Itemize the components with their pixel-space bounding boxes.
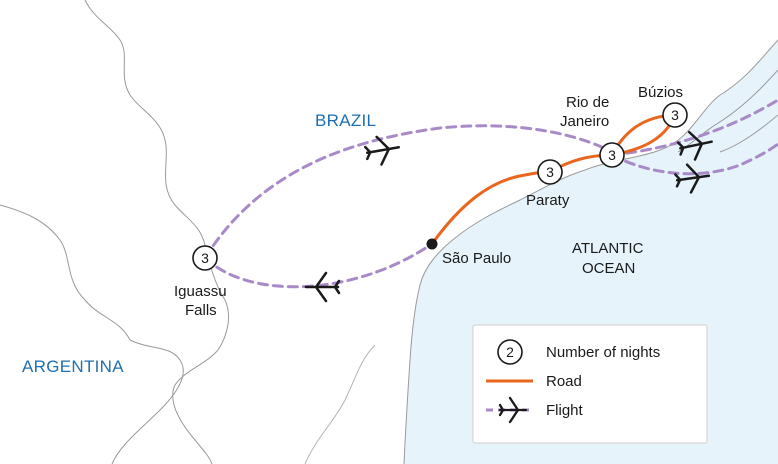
airplane-icon	[676, 130, 713, 161]
flight-path-iguassu-saopaulo	[203, 242, 434, 289]
legend: 2 Number of nights Road Flight	[472, 324, 708, 444]
border-line-west	[0, 204, 131, 341]
label-iguassu-line1: Iguassu	[174, 283, 227, 300]
marker-rio[interactable]: 3	[599, 142, 625, 168]
marker-iguassu[interactable]: 3	[192, 245, 218, 271]
airplane-icon	[304, 271, 341, 303]
nights-buzios: 3	[671, 107, 679, 123]
legend-flight-label: Flight	[546, 402, 584, 419]
label-ocean-line2: OCEAN	[582, 260, 635, 277]
label-ocean-line1: ATLANTIC	[572, 240, 644, 257]
legend-nights-symbol	[497, 339, 523, 365]
airplane-icon	[363, 135, 401, 166]
coastline	[403, 39, 778, 464]
airplane-icon	[498, 396, 528, 424]
border-line	[84, 0, 229, 464]
label-rio-line1: Rio de	[566, 94, 609, 111]
legend-road-label: Road	[546, 373, 582, 390]
label-iguassu-line2: Falls	[185, 302, 217, 319]
flight-path-rio-east-lower	[610, 142, 778, 176]
flight-path-iguassu-rio	[203, 124, 614, 260]
label-paraty: Paraty	[526, 192, 570, 209]
label-sao-paulo: São Paulo	[442, 250, 511, 267]
border-line-inland	[304, 344, 376, 464]
label-argentina: ARGENTINA	[22, 357, 124, 376]
nights-paraty: 3	[546, 164, 554, 180]
flight-path-rio-east-upper	[610, 98, 778, 157]
label-brazil: BRAZIL	[315, 111, 376, 130]
border-line-south	[111, 339, 184, 464]
marker-sao-paulo[interactable]	[426, 238, 438, 250]
legend-nights-label: Number of nights	[546, 344, 660, 361]
marker-buzios[interactable]: 3	[662, 102, 688, 128]
marker-paraty[interactable]: 3	[537, 159, 563, 185]
airplane-icon	[674, 163, 711, 194]
label-buzios: Búzios	[638, 84, 683, 101]
coastal-detail	[677, 69, 778, 153]
coastal-detail-2	[719, 114, 778, 153]
nights-iguassu: 3	[201, 250, 209, 266]
legend-nights-number: 2	[506, 344, 514, 360]
nights-rio: 3	[608, 147, 616, 163]
label-rio-line2: Janeiro	[560, 113, 609, 130]
